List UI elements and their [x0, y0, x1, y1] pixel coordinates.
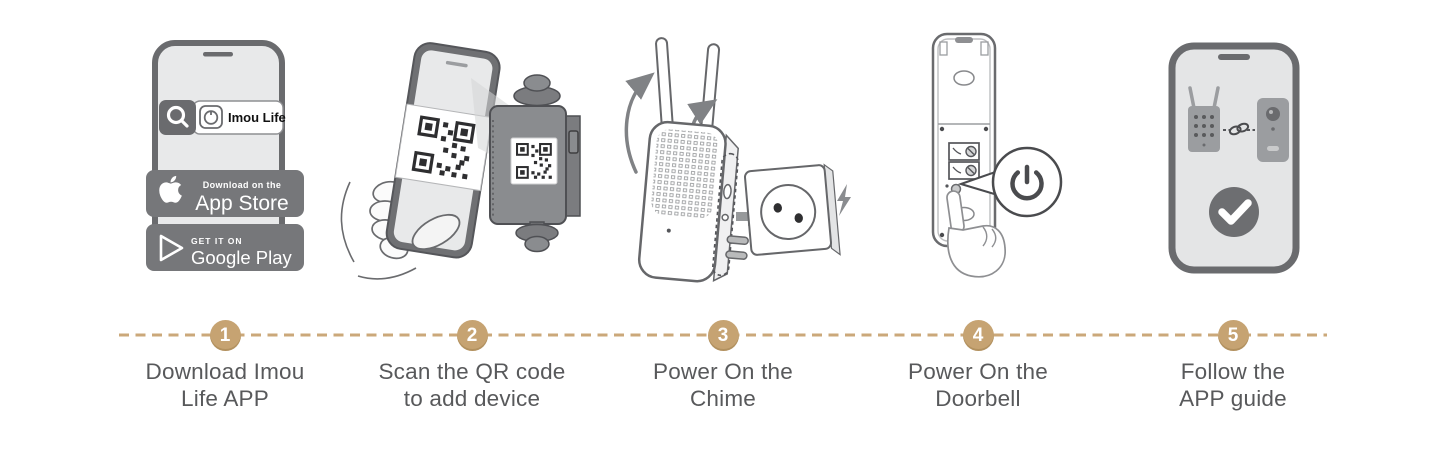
step-2-label-line2: to add device: [403, 385, 541, 411]
step-1-label-line2: Life APP: [181, 385, 269, 411]
hand-icon: [946, 190, 1006, 278]
phone-icon: [385, 42, 501, 259]
step-5-label: Follow the APP guide: [1103, 359, 1363, 412]
google-play-name: Google Play: [191, 247, 293, 268]
app-store-name: App Store: [195, 192, 288, 215]
doorbell-side-icon: [489, 74, 581, 253]
google-play-tagline: GET IT ON: [191, 236, 243, 246]
power-callout: [957, 146, 1063, 218]
step2-scan-qr-illustration: [336, 36, 596, 286]
step-2-label-line1: Scan the QR code: [378, 359, 566, 384]
chime-mini-icon: [1188, 86, 1220, 152]
step-5-number-badge: 5: [1217, 319, 1249, 351]
step-3-label: Power On the Chime: [593, 359, 853, 412]
eu-outlet-icon: [743, 163, 841, 256]
imou-logo-icon: [199, 105, 223, 129]
step-4-label-line1: Power On the: [908, 359, 1048, 384]
link-icon: [1223, 122, 1255, 136]
step-2-number-badge: 2: [456, 319, 488, 351]
app-store-tagline: Download on the: [203, 180, 282, 190]
step-2-label: Scan the QR code to add device: [342, 359, 602, 412]
step-5-label-line1: Follow the: [1180, 359, 1286, 384]
app-store-badge: Download on the App Store: [146, 170, 304, 217]
thumb: [411, 213, 461, 251]
search-icon: [166, 105, 189, 128]
step-4-label-line2: Doorbell: [935, 385, 1021, 411]
step5-app-guide-illustration: [1164, 42, 1304, 277]
play-triangle-icon: [159, 234, 184, 262]
step-4-number-badge: 4: [962, 319, 994, 351]
step3-power-chime-illustration: [616, 26, 860, 286]
side-button: [723, 183, 732, 200]
step-1-label-line1: Download Imou: [145, 359, 305, 384]
step-5-label-line2: APP guide: [1179, 385, 1287, 411]
step-3-label-line2: Chime: [689, 385, 757, 411]
step1-download-app-illustration: Imou Life Download on the App Store GET …: [143, 40, 308, 275]
power-icon: [1010, 164, 1044, 201]
doorbell-back-icon: [931, 32, 997, 248]
step4-power-doorbell-illustration: [893, 28, 1073, 283]
success-check-icon: [1209, 187, 1259, 237]
apple-logo-icon: [159, 175, 182, 203]
search-query-text: Imou Life: [228, 110, 286, 125]
plug-icon: [725, 235, 749, 260]
step-3-label-line1: Power On the: [653, 359, 793, 384]
rotate-arrow-left-icon: [624, 72, 655, 174]
google-play-badge: GET IT ON Google Play: [146, 224, 304, 271]
step-1-label: Download Imou Life APP: [95, 359, 355, 412]
doorbell-mini-icon: [1257, 98, 1289, 162]
step-1-number-badge: 1: [209, 319, 241, 351]
chime-icon: [637, 120, 749, 283]
phone-icon: [152, 40, 285, 253]
step-3-number-badge: 3: [707, 319, 739, 351]
lightning-icon: [837, 184, 851, 216]
step-4-label: Power On the Doorbell: [848, 359, 1108, 412]
app-search-bar: Imou Life: [159, 100, 286, 135]
